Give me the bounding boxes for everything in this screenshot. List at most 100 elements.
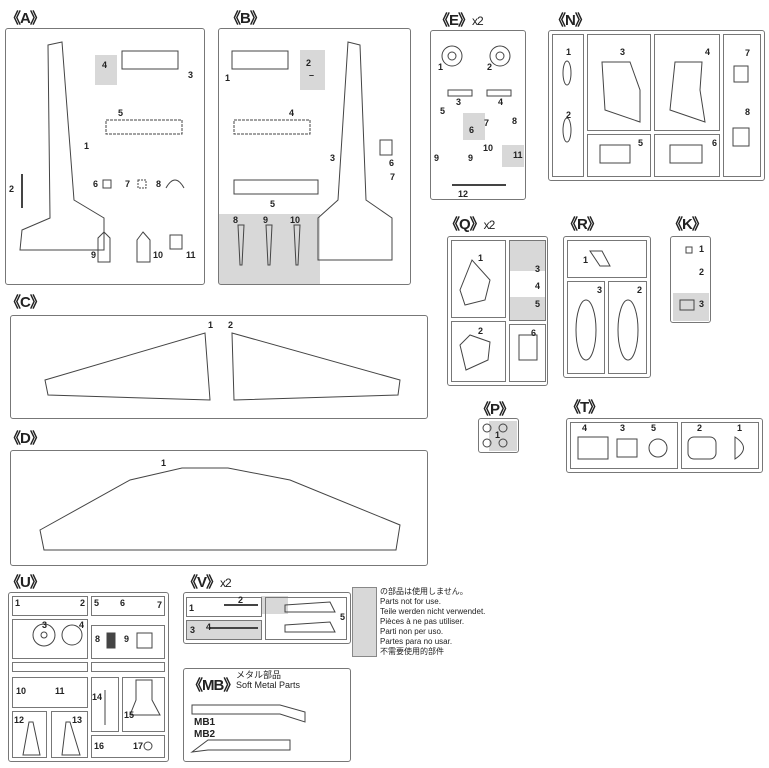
part-n8 bbox=[732, 127, 750, 147]
sprue-d-title: 《D》 bbox=[6, 430, 45, 447]
part-t1 bbox=[734, 436, 744, 460]
part-label: MB1 bbox=[194, 717, 216, 728]
part-label: 12 bbox=[458, 189, 469, 199]
sprue-cell bbox=[451, 240, 506, 318]
part-u4 bbox=[61, 624, 83, 646]
part-label: 4 bbox=[705, 47, 711, 57]
part-u12 bbox=[22, 721, 41, 756]
part-label: 12 bbox=[14, 715, 25, 725]
sprue-cell bbox=[654, 34, 720, 131]
part-label: 3 bbox=[535, 264, 541, 274]
sprue-cell bbox=[570, 422, 678, 469]
sprue-cell bbox=[12, 677, 88, 708]
part-label: 3 bbox=[330, 153, 336, 163]
part-b1 bbox=[231, 50, 289, 70]
part-u15 bbox=[129, 679, 161, 716]
part-label: 14 bbox=[92, 692, 103, 702]
sprue-cell bbox=[552, 34, 584, 177]
part-label: 7 bbox=[745, 48, 751, 58]
part-label: 13 bbox=[72, 715, 83, 725]
part-q6 bbox=[518, 334, 538, 361]
part-label: 1 bbox=[737, 423, 743, 433]
sprue-k-title: 《K》 bbox=[668, 216, 707, 233]
sprue-c-title: 《C》 bbox=[6, 294, 45, 311]
sprue-cell bbox=[122, 677, 165, 732]
part-label: 2 bbox=[228, 320, 234, 330]
sprue-cell bbox=[608, 281, 647, 374]
part-label: 2 bbox=[637, 285, 643, 295]
sprue-k-frame bbox=[670, 236, 711, 323]
sprue-b-frame bbox=[218, 28, 411, 285]
sprue-mb-title: 《MB》 bbox=[188, 677, 238, 694]
sprue-p-title: 《P》 bbox=[476, 401, 514, 418]
part-label: 8 bbox=[156, 179, 162, 189]
part-u9 bbox=[136, 632, 153, 649]
part-label: 5 bbox=[270, 199, 276, 209]
part-label: MB2 bbox=[194, 729, 216, 740]
part-label: 5 bbox=[118, 108, 124, 118]
part-label: 5 bbox=[440, 106, 446, 116]
sprue-d-frame bbox=[10, 450, 428, 566]
sprue-cell bbox=[91, 625, 165, 659]
part-label: 4 bbox=[79, 620, 85, 630]
sprue-q-title: 《Q》x2 bbox=[445, 216, 495, 233]
part-label: 6 bbox=[469, 125, 475, 135]
part-label: 1 bbox=[438, 62, 444, 72]
part-label: 1 bbox=[84, 141, 90, 151]
part-label: 3 bbox=[190, 625, 196, 635]
legend-text: の部品は使用しません。 Parts not for use. Teile wer… bbox=[380, 587, 486, 656]
part-label: 5 bbox=[535, 299, 541, 309]
part-label: 4 bbox=[206, 622, 212, 632]
sprue-a-frame bbox=[5, 28, 205, 285]
unused-shade bbox=[186, 620, 262, 640]
part-label: 1 bbox=[583, 255, 589, 265]
part-label: 9 bbox=[434, 153, 440, 163]
unused-shade bbox=[261, 596, 288, 614]
sprue-mb-frame bbox=[183, 668, 351, 762]
part-label: 1 bbox=[495, 430, 501, 440]
part-label: 4 bbox=[102, 60, 108, 70]
part-label: 3 bbox=[597, 285, 603, 295]
part-label: 1 bbox=[225, 73, 231, 83]
part-label: 8 bbox=[95, 634, 101, 644]
part-label: 17 bbox=[133, 741, 144, 751]
part-label: 2 bbox=[697, 423, 703, 433]
part-label: 3 bbox=[42, 620, 48, 630]
part-label: 1 bbox=[189, 603, 195, 613]
part-t4 bbox=[577, 436, 609, 460]
part-label: 10 bbox=[16, 686, 27, 696]
part-label: 1 bbox=[478, 253, 484, 263]
unused-shade bbox=[95, 55, 117, 85]
fuselage-half-a bbox=[19, 41, 105, 251]
sprue-c-frame bbox=[10, 315, 428, 419]
sprue-u-frame bbox=[8, 592, 169, 762]
part-r2 bbox=[617, 299, 639, 361]
sprue-cell bbox=[681, 422, 759, 469]
part-label: 8 bbox=[512, 116, 518, 126]
part-p1 bbox=[482, 423, 492, 433]
part-q1 bbox=[459, 259, 491, 306]
unused-shade bbox=[502, 145, 524, 167]
part-label: 4 bbox=[498, 97, 504, 107]
sprue-cell bbox=[51, 711, 88, 758]
sprue-cell bbox=[12, 711, 47, 758]
sprue-cell bbox=[567, 240, 647, 278]
part-label: 8 bbox=[745, 107, 751, 117]
unused-shade bbox=[509, 240, 546, 271]
part-n7 bbox=[733, 65, 749, 83]
part-label: 5 bbox=[340, 612, 346, 622]
parts-b8-b10 bbox=[237, 224, 301, 266]
part-n6 bbox=[669, 144, 703, 164]
part-a8 bbox=[165, 179, 185, 189]
part-a10 bbox=[136, 231, 151, 263]
sprue-u-title: 《U》 bbox=[6, 574, 45, 591]
part-v5 bbox=[284, 601, 336, 613]
part-mb2 bbox=[190, 739, 291, 753]
fuselage-half-b bbox=[317, 41, 393, 261]
wheel-e1 bbox=[441, 45, 463, 67]
part-b6 bbox=[379, 139, 393, 156]
part-label: 3 bbox=[456, 97, 462, 107]
unused-shade bbox=[489, 421, 517, 451]
legend-shade-swatch bbox=[352, 587, 377, 657]
part-u8 bbox=[106, 632, 116, 649]
